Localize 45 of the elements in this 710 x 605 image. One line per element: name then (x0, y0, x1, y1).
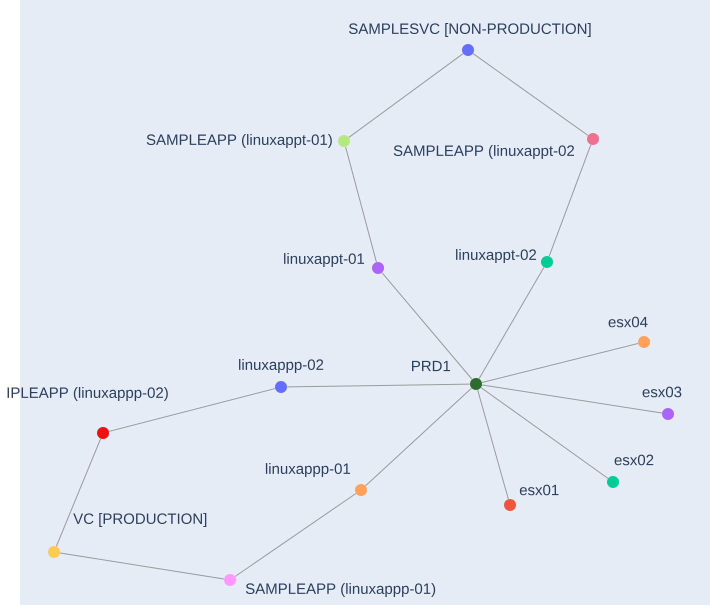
node-label: linuxappt-01 (284, 253, 364, 267)
connector-line (382, 272, 472, 380)
connector-line (345, 146, 377, 262)
node-label: SAMPLEAPP (linuxappp-01) (246, 583, 436, 597)
graph-node: esx02 (607, 454, 654, 488)
graph-node: PRD1 (412, 360, 482, 390)
node-label: esx04 (608, 316, 648, 328)
node-label: linuxappp-02 (239, 359, 324, 373)
node-label: esx01 (520, 484, 558, 496)
connector-line (348, 53, 464, 138)
graph-node: VC [PRODUCTION] (48, 513, 206, 558)
connector-line (56, 438, 102, 547)
node-label: esx03 (642, 386, 682, 398)
connector-line (482, 384, 662, 414)
connector-line (482, 343, 638, 383)
graph-node: linuxappp-02 (239, 359, 324, 393)
node-label: esx02 (614, 454, 654, 466)
graph-node: esx01 (504, 484, 558, 511)
connector-line (365, 388, 472, 486)
node-label: linuxappt-02 (456, 249, 536, 263)
connector-line (480, 387, 608, 479)
graph-node: linuxappp-01 (266, 463, 367, 496)
connector-line (478, 266, 544, 380)
graph-node: esx04 (608, 316, 650, 348)
graph-node: SAMPLEAPP (linuxappt-01) (146, 134, 350, 148)
graph-node: SAMPLESVC [NON-PRODUCTION] (349, 23, 591, 56)
graph-node: SAMPLEAPP (linuxappp-01) (224, 574, 436, 597)
connector-line (472, 53, 588, 136)
node-label: VC [PRODUCTION] (73, 513, 206, 527)
node-label: SAMPLESVC [NON-PRODUCTION] (348, 23, 591, 37)
graph-node: linuxappt-01 (284, 253, 384, 274)
connector-line (548, 144, 592, 257)
connector-line (60, 552, 224, 580)
node-label: PRD1 (412, 360, 450, 372)
connector-line (286, 384, 470, 388)
node-label: SAMPLEAPP (linuxappt-02 (394, 145, 574, 159)
graph-node: SAMPLEAPP (linuxappt-02 (394, 133, 599, 159)
connector-line (477, 389, 509, 500)
node-label: IPLEAPP (linuxappp-02) (8, 387, 168, 401)
graph-node: esx03 (642, 386, 682, 420)
graph-node: IPLEAPP (linuxappp-02) (8, 387, 168, 439)
graph-node: linuxappt-02 (456, 249, 553, 268)
node-label: linuxappp-01 (266, 463, 350, 477)
connector-line (108, 388, 276, 432)
connector-line (234, 493, 356, 577)
